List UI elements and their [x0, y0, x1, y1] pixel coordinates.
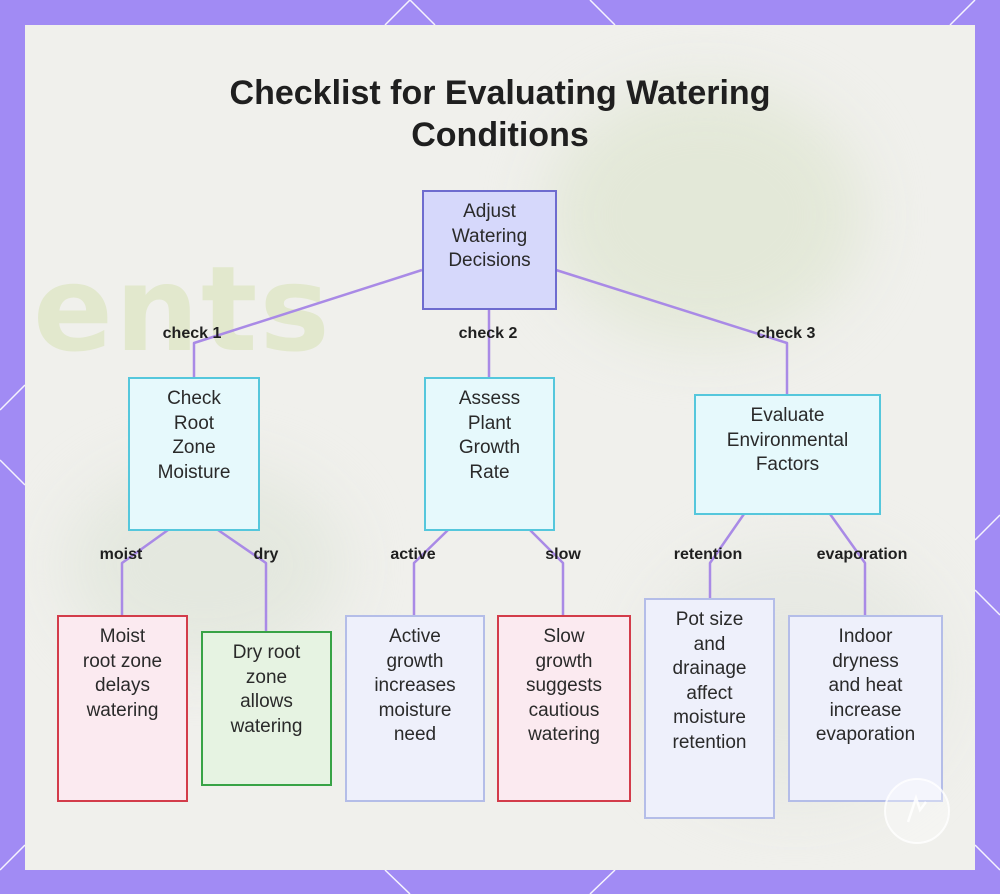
node-text-line: Evaluate: [750, 405, 825, 426]
node-check-root-zone-moisture: Check Root Zone Moisture: [128, 377, 260, 531]
edge-label-evaporation: evaporation: [816, 546, 908, 563]
edge-label-check-1: check 1: [162, 325, 222, 342]
node-text-line: and heat: [828, 675, 903, 696]
leaf-slow-growth: Slow growth suggests cautious watering: [497, 615, 631, 802]
node-text-line: evaporation: [815, 724, 916, 745]
node-text-line: Zone: [172, 437, 216, 458]
leaf-active-growth: Active growth increases moisture need: [345, 615, 485, 802]
edge-label-active: active: [390, 546, 436, 563]
edge-check3-evaporation: [828, 513, 867, 616]
edge-label-dry: dry: [253, 546, 279, 563]
node-text-line: Factors: [755, 454, 820, 475]
edge-check1-moist: [120, 528, 169, 616]
node-text-line: Adjust: [463, 201, 516, 222]
edge-check2-slow: [529, 529, 565, 616]
leaf-dry-root-zone: Dry root zone allows watering: [201, 631, 332, 786]
node-text-line: Growth: [458, 437, 521, 458]
node-text-line: retention: [672, 731, 747, 753]
node-text-line: cautious: [528, 699, 600, 721]
node-text-line: and: [693, 633, 726, 655]
edge-label-retention: retention: [673, 546, 743, 563]
leaf-indoor-dryness-heat: Indoor dryness and heat increase evapora…: [788, 615, 943, 802]
page-title: Checklist for Evaluating Watering Condit…: [229, 74, 771, 154]
node-text-line: Environmental: [726, 429, 849, 451]
node-text-line: growth: [535, 650, 593, 672]
edge-check3-retention: [708, 513, 746, 599]
node-text-line: Plant: [467, 412, 512, 434]
node-text-line: dryness: [832, 650, 899, 672]
node-evaluate-environmental-factors: Evaluate Environmental Factors: [694, 394, 881, 515]
node-text-line: Active: [389, 626, 441, 647]
node-text-line: suggests: [525, 675, 603, 696]
background-blur: [545, 85, 865, 345]
node-text-line: Check: [167, 388, 221, 409]
node-text-line: Root: [173, 412, 215, 434]
node-text-line: Moisture: [157, 461, 231, 483]
corner-logo-icon: [884, 778, 950, 844]
edge-label-slow: slow: [545, 546, 581, 563]
node-text-line: need: [393, 724, 437, 745]
node-text-line: watering: [230, 715, 303, 737]
node-text-line: Moist: [99, 626, 146, 647]
background-watermark: ents: [33, 240, 332, 378]
node-text-line: increases: [374, 675, 456, 696]
node-text-line: moisture: [378, 699, 452, 721]
node-text-line: Pot size: [675, 609, 744, 630]
node-text-line: Assess: [458, 388, 521, 409]
leaf-moist-root-zone: Moist root zone delays watering: [57, 615, 188, 802]
node-text-line: watering: [528, 724, 600, 745]
node-text-line: Rate: [469, 461, 510, 483]
node-text-line: increase: [829, 699, 902, 721]
node-text-line: allows: [240, 691, 293, 712]
node-text-line: zone: [245, 666, 288, 688]
edge-label-check-3: check 3: [756, 325, 816, 342]
node-text-line: root zone: [82, 650, 163, 672]
node-text-line: Decisions: [448, 250, 531, 271]
edge-root-check3: [555, 268, 789, 394]
node-text-line: Watering: [451, 225, 528, 247]
edge-label-moist: moist: [99, 546, 143, 563]
node-text-line: delays: [95, 675, 150, 696]
node-text-line: growth: [386, 650, 444, 672]
edge-label-check-2: check 2: [458, 325, 518, 342]
leaf-pot-size-drainage: Pot size and drainage affect moisture re…: [644, 598, 775, 819]
edge-root-check1: [192, 268, 423, 378]
node-text-line: watering: [86, 699, 159, 721]
node-text-line: moisture: [673, 707, 746, 728]
node-root: Adjust Watering Decisions: [422, 190, 557, 310]
node-text-line: Slow: [543, 626, 585, 647]
node-text-line: Dry root: [232, 642, 301, 663]
node-assess-plant-growth-rate: Assess Plant Growth Rate: [424, 377, 555, 531]
edge-check1-dry: [217, 528, 268, 632]
node-text-line: Indoor: [838, 626, 893, 647]
node-text-line: drainage: [672, 658, 747, 679]
node-text-line: affect: [686, 682, 733, 704]
edge-check2-active: [412, 529, 449, 616]
